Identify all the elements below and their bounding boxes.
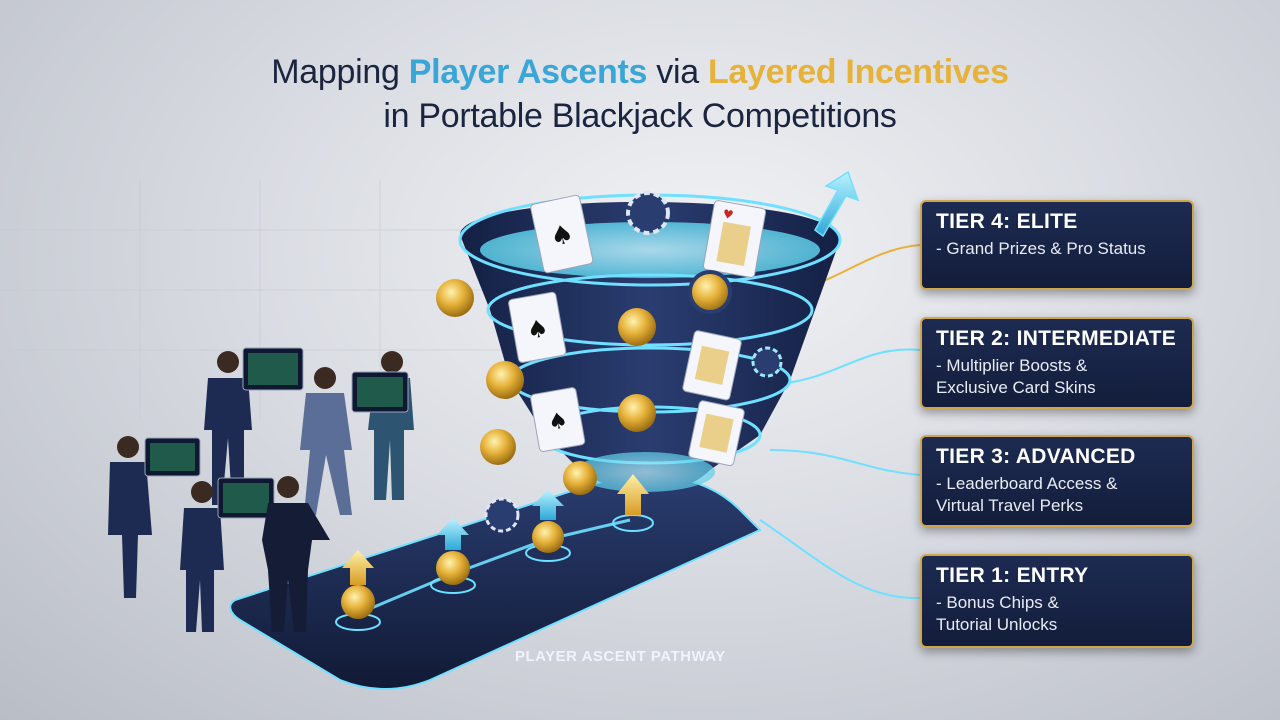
title-highlight-layered-incentives: Layered Incentives xyxy=(707,53,1009,91)
pathway-step-4 xyxy=(612,474,654,532)
chip-icon xyxy=(563,461,597,495)
up-arrow-icon xyxy=(617,474,649,515)
title-line-2: in Portable Blackjack Competitions xyxy=(383,97,897,135)
tablet-icon xyxy=(351,371,409,413)
title-highlight-player-ascents: Player Ascents xyxy=(408,53,648,91)
tablet-icon xyxy=(217,477,275,519)
tablet-icon xyxy=(242,347,304,391)
chip-icon xyxy=(484,497,520,533)
players-group xyxy=(108,347,414,632)
svg-text:♥: ♥ xyxy=(722,207,735,223)
person-icon xyxy=(108,436,152,598)
up-arrow-icon xyxy=(342,550,374,585)
person-icon xyxy=(262,476,330,632)
title-part-2: via xyxy=(647,53,708,91)
pathway-step-2 xyxy=(430,518,476,594)
up-arrow-icon xyxy=(814,170,860,238)
tier-3-desc: - Leaderboard Access & Virtual Travel Pe… xyxy=(936,474,1118,515)
title-line-1: Mapping Player Ascents via Layered Incen… xyxy=(0,50,1280,94)
tablet-icon xyxy=(144,437,201,477)
tier-3-box: TIER 3: ADVANCED - Leaderboard Access & … xyxy=(920,435,1194,527)
tier-1-desc: - Bonus Chips & Tutorial Unlocks xyxy=(936,593,1059,634)
chip-icon xyxy=(480,429,516,465)
title-part-1: Mapping xyxy=(271,53,409,91)
chip-icon xyxy=(626,191,670,235)
chip-icon xyxy=(688,270,732,314)
tier-4-box: TIER 4: ELITE - Grand Prizes & Pro Statu… xyxy=(920,200,1194,290)
tier-1-title: TIER 1: ENTRY xyxy=(936,564,1089,587)
up-arrow-icon xyxy=(532,490,564,520)
tier-3-title: TIER 3: ADVANCED xyxy=(936,445,1136,468)
tier-4-title: TIER 4: ELITE xyxy=(936,210,1078,233)
playing-card-icon: ♠ xyxy=(508,291,567,363)
tier-2-desc: - Multiplier Boosts & Exclusive Card Ski… xyxy=(936,356,1096,397)
playing-card-icon: ♠ xyxy=(530,194,594,274)
svg-text:♠: ♠ xyxy=(525,314,551,345)
person-icon xyxy=(180,481,224,632)
pathway-step-1 xyxy=(335,550,381,631)
playing-card-icon xyxy=(682,330,742,401)
pathway-label: PLAYER ASCENT PATHWAY xyxy=(515,648,726,665)
chip-icon xyxy=(436,279,474,317)
pathway-step-3 xyxy=(525,490,571,562)
chip-icon xyxy=(751,346,783,378)
playing-card-icon: ♥ xyxy=(702,200,767,278)
chip-icon xyxy=(618,308,656,346)
person-icon xyxy=(300,367,352,515)
tier-4-desc: - Grand Prizes & Pro Status xyxy=(936,239,1146,258)
chip-icon xyxy=(618,394,656,432)
up-arrow-icon xyxy=(437,518,469,550)
playing-card-icon: ♠ xyxy=(530,387,586,452)
tier-1-box: TIER 1: ENTRY - Bonus Chips & Tutorial U… xyxy=(920,554,1194,648)
playing-card-icon xyxy=(688,400,745,467)
chip-icon xyxy=(486,361,524,399)
tier-2-box: TIER 2: INTERMEDIATE - Multiplier Boosts… xyxy=(920,317,1194,409)
svg-text:♠: ♠ xyxy=(546,408,570,436)
tier-2-title: TIER 2: INTERMEDIATE xyxy=(936,327,1177,350)
page-title: Mapping Player Ascents via Layered Incen… xyxy=(0,50,1280,138)
person-icon xyxy=(204,351,252,505)
